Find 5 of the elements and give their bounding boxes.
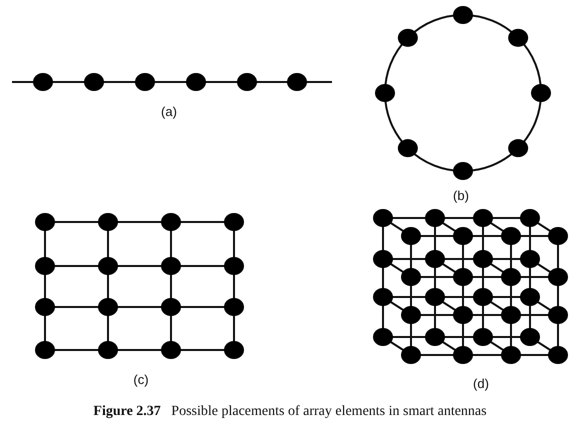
panel-label: (d): [473, 376, 489, 391]
panel-label: (c): [133, 372, 149, 387]
panel-label: (a): [161, 104, 177, 119]
figure-caption: Figure 2.37 Possible placements of array elements in smart antennas: [93, 404, 487, 420]
panel-label: (b): [453, 188, 469, 203]
